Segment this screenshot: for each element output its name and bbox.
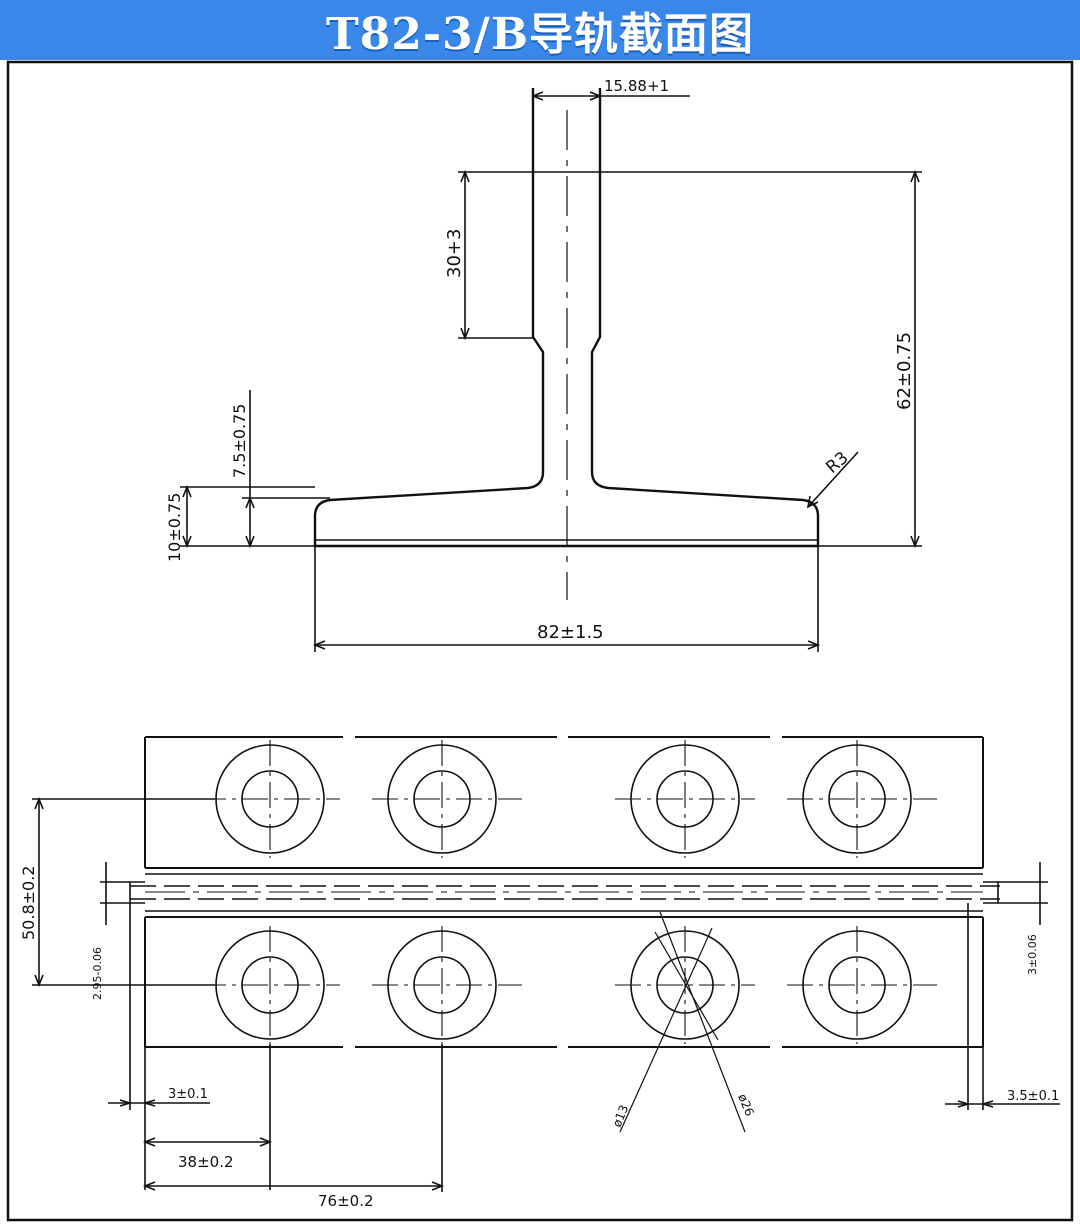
hole [615, 740, 755, 858]
hole-row-top [200, 740, 937, 858]
title-bar: T82-3/B导轨截面图 [0, 0, 1080, 60]
drawing-sheet: 15.88+1 30+3 62±0.75 R3 [6, 60, 1074, 1222]
hole [372, 740, 522, 858]
dim-first-hole-label: 38±0.2 [178, 1153, 234, 1171]
dim-flange-thickness: 7.5±0.75 [230, 390, 330, 549]
dim-hole-pitch: 76±0.2 [142, 1044, 445, 1210]
dim-base-width: 82±1.5 [312, 546, 821, 652]
dim-first-hole: 38±0.2 [142, 1044, 273, 1190]
dim-end-left-label: 3±0.1 [168, 1087, 208, 1102]
drawing-frame [6, 60, 1074, 1222]
dim-diameters: ø13 ø26 [610, 911, 757, 1133]
dim-groove-right: 3±0.06 [998, 862, 1048, 975]
dim-radius: R3 [806, 448, 859, 509]
dim-end-left: 3±0.1 [108, 903, 210, 1190]
dim-base-width-label: 82±1.5 [537, 622, 604, 643]
hole [787, 740, 937, 858]
dim-small-diameter-label: ø13 [610, 1103, 631, 1129]
dim-row-spacing-label: 50.8±0.2 [19, 866, 38, 940]
dim-total-height-label: 62±0.75 [894, 332, 915, 410]
groove-lines [129, 873, 1000, 912]
dim-end-right: 3.5±0.1 [945, 903, 1060, 1110]
dim-blade-height-label: 30+3 [444, 229, 465, 278]
dim-hole-pitch-label: 76±0.2 [318, 1192, 374, 1210]
dim-groove-right-label: 3±0.06 [1026, 934, 1039, 975]
dim-blade-height: 30+3 [444, 169, 600, 341]
page-title: T82-3/B导轨截面图 [325, 9, 755, 60]
dim-base-thickness: 10±0.75 [165, 484, 315, 562]
dim-total-height: 62±0.75 [600, 169, 922, 549]
rail-cross-section: 15.88+1 30+3 62±0.75 R3 [165, 77, 922, 652]
rail-outline [144, 736, 984, 1048]
hole [615, 926, 755, 1044]
hole-row-bottom [200, 926, 937, 1044]
hole [372, 926, 522, 1044]
dim-row-spacing: 50.8±0.2 [19, 796, 215, 988]
hole [787, 926, 937, 1044]
dim-flange-thickness-label: 7.5±0.75 [230, 404, 249, 478]
rail-plan-view: ø13 ø26 50.8±0.2 2.95-0.06 3±0.06 [19, 736, 1060, 1210]
dim-end-right-label: 3.5±0.1 [1007, 1089, 1059, 1104]
dim-groove-left-label: 2.95-0.06 [91, 947, 104, 1000]
hole [200, 740, 340, 858]
dim-groove-left: 2.95-0.06 [91, 862, 130, 1000]
dim-blade-width-label: 15.88+1 [604, 77, 669, 95]
dim-radius-label: R3 [822, 448, 852, 478]
dim-blade-width: 15.88+1 [530, 77, 690, 101]
dim-base-thickness-label: 10±0.75 [165, 493, 184, 562]
hole [200, 926, 340, 1044]
